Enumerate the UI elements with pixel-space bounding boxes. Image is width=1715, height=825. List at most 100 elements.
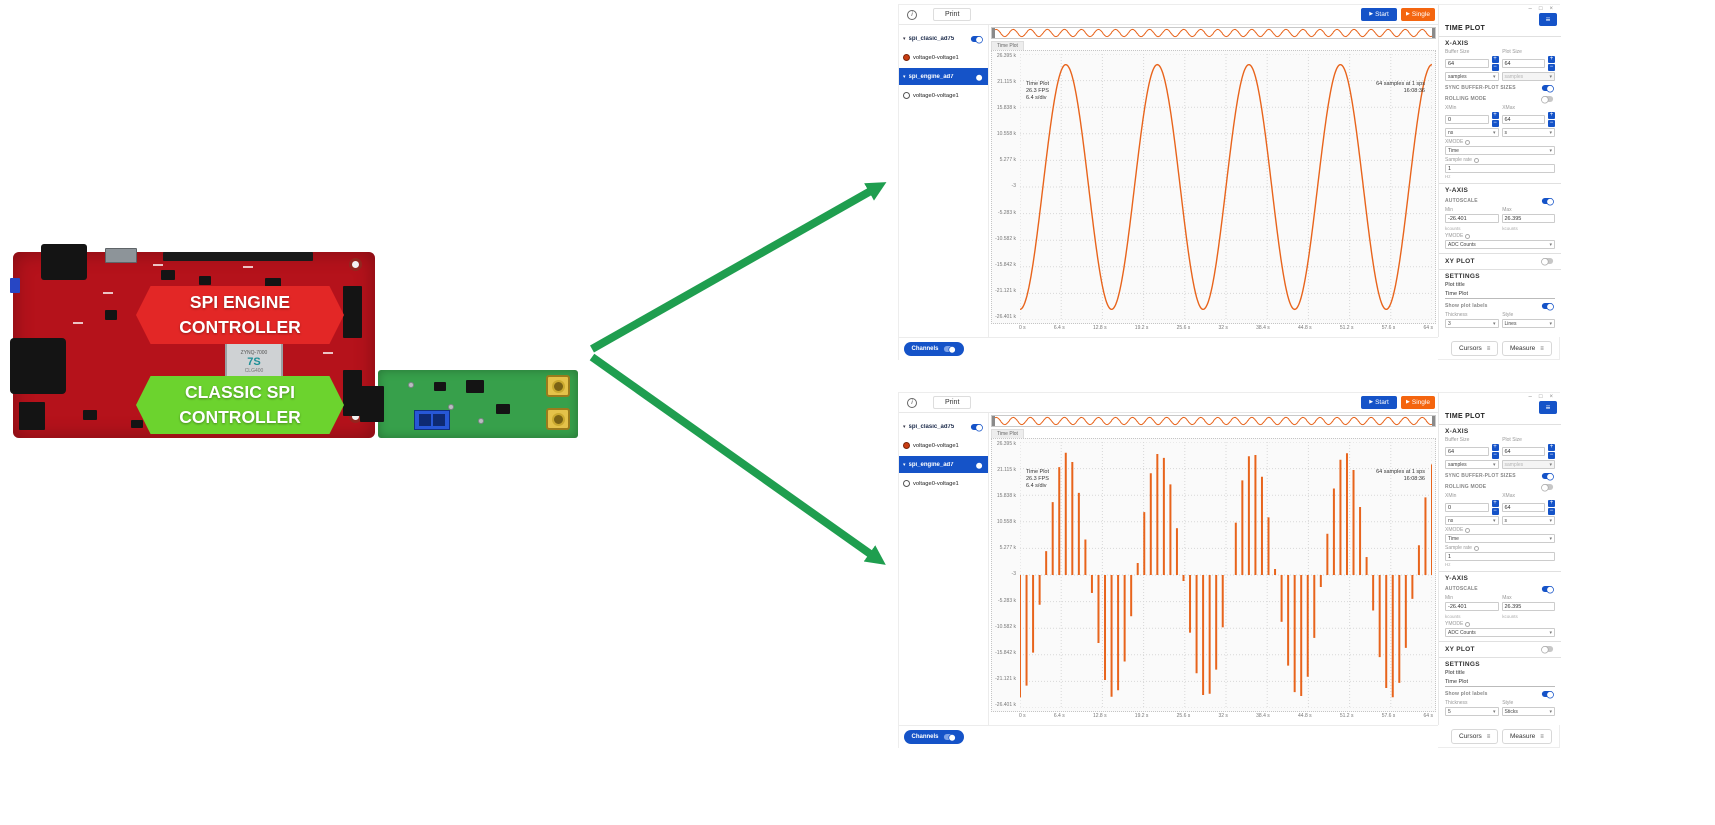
xmin-increment-button[interactable]: + <box>1491 112 1499 119</box>
buffer-size-input[interactable]: 64 <box>1445 447 1489 456</box>
xmax-input[interactable]: 64 <box>1501 115 1545 124</box>
plot-size-decrement-button[interactable]: − <box>1548 452 1555 459</box>
channel-row-voltage0[interactable]: voltage0-voltage1 <box>899 49 988 66</box>
autoscale-toggle[interactable] <box>1541 198 1554 206</box>
device-enable-toggle[interactable] <box>970 73 983 81</box>
xmode-select[interactable]: Time ▾ <box>1445 534 1555 543</box>
style-select[interactable]: Lines ▾ <box>1501 319 1555 328</box>
sync-buffer-plot-toggle[interactable] <box>1541 473 1554 481</box>
tab-time-plot[interactable]: Time Plot <box>991 41 1024 50</box>
single-button[interactable]: ▶ Single <box>1401 396 1435 409</box>
xmin-decrement-button[interactable]: − <box>1491 120 1499 127</box>
buffer-preview-strip[interactable] <box>991 27 1436 39</box>
device-enable-toggle[interactable] <box>970 35 983 43</box>
sample-rate-input[interactable]: 1 <box>1445 552 1555 561</box>
cursors-button[interactable]: Cursors ≡ <box>1451 729 1499 744</box>
print-button[interactable]: Print <box>933 396 972 409</box>
channels-button[interactable]: Channels <box>904 730 964 744</box>
device-enable-toggle[interactable] <box>970 461 983 469</box>
buffer-preview-strip[interactable] <box>991 415 1436 427</box>
ymin-input[interactable]: -26.401 <box>1445 602 1499 611</box>
measure-button[interactable]: Measure ≡ <box>1502 729 1552 744</box>
buffer-size-decrement-button[interactable]: − <box>1491 452 1499 459</box>
minimize-icon[interactable]: – <box>1528 394 1532 400</box>
single-button[interactable]: ▶ Single <box>1401 8 1435 21</box>
ymode-select[interactable]: ADC Counts ▾ <box>1445 240 1555 249</box>
channels-toggle[interactable] <box>943 346 956 354</box>
xmin-unit-select[interactable]: ns ▾ <box>1445 516 1499 525</box>
xmax-unit-select[interactable]: s ▾ <box>1501 516 1555 525</box>
cursors-button[interactable]: Cursors ≡ <box>1451 341 1499 356</box>
plot-title-input[interactable]: Time Plot <box>1445 677 1555 687</box>
buffer-unit-select[interactable]: samples ▾ <box>1445 460 1499 469</box>
plot-unit-select[interactable]: samples ▾ <box>1501 460 1555 469</box>
hamburger-menu-button[interactable]: ≡ <box>1539 13 1557 26</box>
ymin-input[interactable]: -26.401 <box>1445 214 1499 223</box>
xmax-input[interactable]: 64 <box>1501 503 1545 512</box>
hamburger-menu-button[interactable]: ≡ <box>1539 401 1557 414</box>
buffer-size-increment-button[interactable]: + <box>1491 56 1499 63</box>
buffer-size-decrement-button[interactable]: − <box>1491 64 1499 71</box>
sync-buffer-plot-toggle[interactable] <box>1541 85 1554 93</box>
rolling-mode-toggle[interactable] <box>1541 96 1554 104</box>
ymax-input[interactable]: 26.395 <box>1501 602 1555 611</box>
close-icon[interactable]: × <box>1549 6 1553 12</box>
preview-handle-right[interactable] <box>1432 416 1435 426</box>
show-plot-labels-toggle[interactable] <box>1541 691 1554 699</box>
xmax-increment-button[interactable]: + <box>1548 500 1555 507</box>
info-icon[interactable]: i <box>907 397 917 408</box>
buffer-size-increment-button[interactable]: + <box>1491 444 1499 451</box>
xy-plot-toggle[interactable] <box>1541 258 1554 266</box>
plot-size-input[interactable]: 64 <box>1501 447 1545 456</box>
close-icon[interactable]: × <box>1549 394 1553 400</box>
xmin-input[interactable]: 0 <box>1445 503 1489 512</box>
sample-rate-input[interactable]: 1 <box>1445 164 1555 173</box>
xmin-increment-button[interactable]: + <box>1491 500 1499 507</box>
plot-unit-select[interactable]: samples ▾ <box>1501 72 1555 81</box>
start-button[interactable]: ▶ Start <box>1361 396 1397 409</box>
minimize-icon[interactable]: – <box>1528 6 1532 12</box>
channel-row-voltage0-2[interactable]: voltage0-voltage1 <box>899 87 988 104</box>
device-row-spi-engine[interactable]: ▾ spi_engine_ad7 <box>899 456 988 473</box>
xmin-unit-select[interactable]: ns ▾ <box>1445 128 1499 137</box>
style-select[interactable]: Sticks ▾ <box>1501 707 1555 716</box>
rolling-mode-toggle[interactable] <box>1541 484 1554 492</box>
device-row-spi-classic[interactable]: ▾ spi_clasic_ad75 <box>899 30 988 47</box>
start-button[interactable]: ▶ Start <box>1361 8 1397 21</box>
channels-toggle[interactable] <box>943 734 956 742</box>
device-row-spi-engine[interactable]: ▾ spi_engine_ad7 <box>899 68 988 85</box>
xmin-decrement-button[interactable]: − <box>1491 508 1499 515</box>
xmax-decrement-button[interactable]: − <box>1548 508 1555 515</box>
maximize-icon[interactable]: □ <box>1538 6 1543 12</box>
plot-size-decrement-button[interactable]: − <box>1548 64 1555 71</box>
plot-title-input[interactable]: Time Plot <box>1445 289 1555 299</box>
device-row-spi-classic[interactable]: ▾ spi_clasic_ad75 <box>899 418 988 435</box>
channel-row-voltage0[interactable]: voltage0-voltage1 <box>899 437 988 454</box>
ymode-select[interactable]: ADC Counts ▾ <box>1445 628 1555 637</box>
preview-handle-right[interactable] <box>1432 28 1435 38</box>
xmax-increment-button[interactable]: + <box>1548 112 1555 119</box>
buffer-size-input[interactable]: 64 <box>1445 59 1489 68</box>
tab-time-plot[interactable]: Time Plot <box>991 429 1024 438</box>
print-button[interactable]: Print <box>933 8 972 21</box>
autoscale-toggle[interactable] <box>1541 586 1554 594</box>
xmax-unit-select[interactable]: s ▾ <box>1501 128 1555 137</box>
thickness-select[interactable]: 5 ▾ <box>1445 707 1499 716</box>
plot-size-increment-button[interactable]: + <box>1548 444 1555 451</box>
measure-button[interactable]: Measure ≡ <box>1502 341 1552 356</box>
xmax-decrement-button[interactable]: − <box>1548 120 1555 127</box>
channels-button[interactable]: Channels <box>904 342 964 356</box>
ymax-input[interactable]: 26.395 <box>1501 214 1555 223</box>
plot-size-increment-button[interactable]: + <box>1548 56 1555 63</box>
preview-handle-left[interactable] <box>992 416 995 426</box>
preview-handle-left[interactable] <box>992 28 995 38</box>
maximize-icon[interactable]: □ <box>1538 394 1543 400</box>
plot-size-input[interactable]: 64 <box>1501 59 1545 68</box>
info-icon[interactable]: i <box>907 9 917 20</box>
xmode-select[interactable]: Time ▾ <box>1445 146 1555 155</box>
buffer-unit-select[interactable]: samples ▾ <box>1445 72 1499 81</box>
xmin-input[interactable]: 0 <box>1445 115 1489 124</box>
thickness-select[interactable]: 3 ▾ <box>1445 319 1499 328</box>
